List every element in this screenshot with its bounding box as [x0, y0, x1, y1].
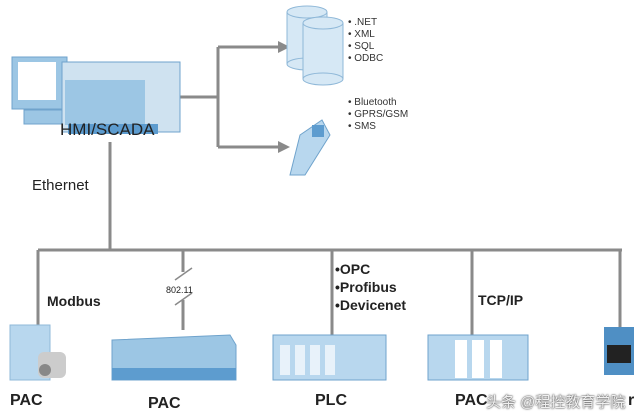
modbus-label: Modbus [47, 293, 101, 309]
list-item: • Bluetooth [348, 97, 397, 108]
list-item: •OPC [335, 261, 371, 277]
watermark: 头条 @程控教育学院 [486, 394, 626, 411]
hmi-scada-label: HMI/SCADA [60, 120, 155, 139]
list-item: • ODBC [348, 53, 384, 64]
tcpip-label: TCP/IP [478, 292, 524, 308]
device-label-pac-3: PAC [455, 392, 488, 409]
list-item: • SQL [348, 41, 375, 52]
hmi-output-line [180, 45, 280, 149]
pac-device-1-icon [9, 324, 66, 381]
arrow-head-mobile [278, 141, 290, 153]
device-label-pac-1: PAC [10, 392, 43, 409]
pac-device-2-icon [111, 334, 237, 381]
list-item: •Devicenet [335, 297, 407, 313]
list-item: • .NET [348, 17, 378, 28]
database-protocol-list: • .NET • XML • SQL • ODBC [348, 17, 383, 65]
database-icon [286, 5, 344, 86]
list-item: • XML [348, 29, 375, 40]
ethernet-label: Ethernet [32, 177, 89, 194]
fieldbus-list: •OPC •Profibus •Devicenet [335, 260, 406, 314]
mobile-phone-icon [289, 119, 331, 176]
device-5-icon [604, 327, 634, 375]
wireless-label: 802.11 [166, 285, 193, 295]
list-item: •Profibus [335, 279, 397, 295]
plc-device-icon [272, 334, 387, 381]
mobile-protocol-list: • Bluetooth • GPRS/GSM • SMS [348, 97, 408, 133]
wireless-break-top [174, 267, 193, 281]
arrow-head-database [278, 41, 290, 53]
list-item: • GPRS/GSM [348, 109, 409, 120]
pac-device-3-icon [427, 334, 529, 381]
device-label-pac-2: PAC [148, 395, 181, 412]
hmi-computer-icon [11, 56, 181, 134]
list-item: • SMS [348, 121, 376, 132]
device-label-5: r [628, 392, 635, 409]
device-label-plc: PLC [315, 392, 347, 409]
wireless-break-bottom [174, 292, 193, 306]
